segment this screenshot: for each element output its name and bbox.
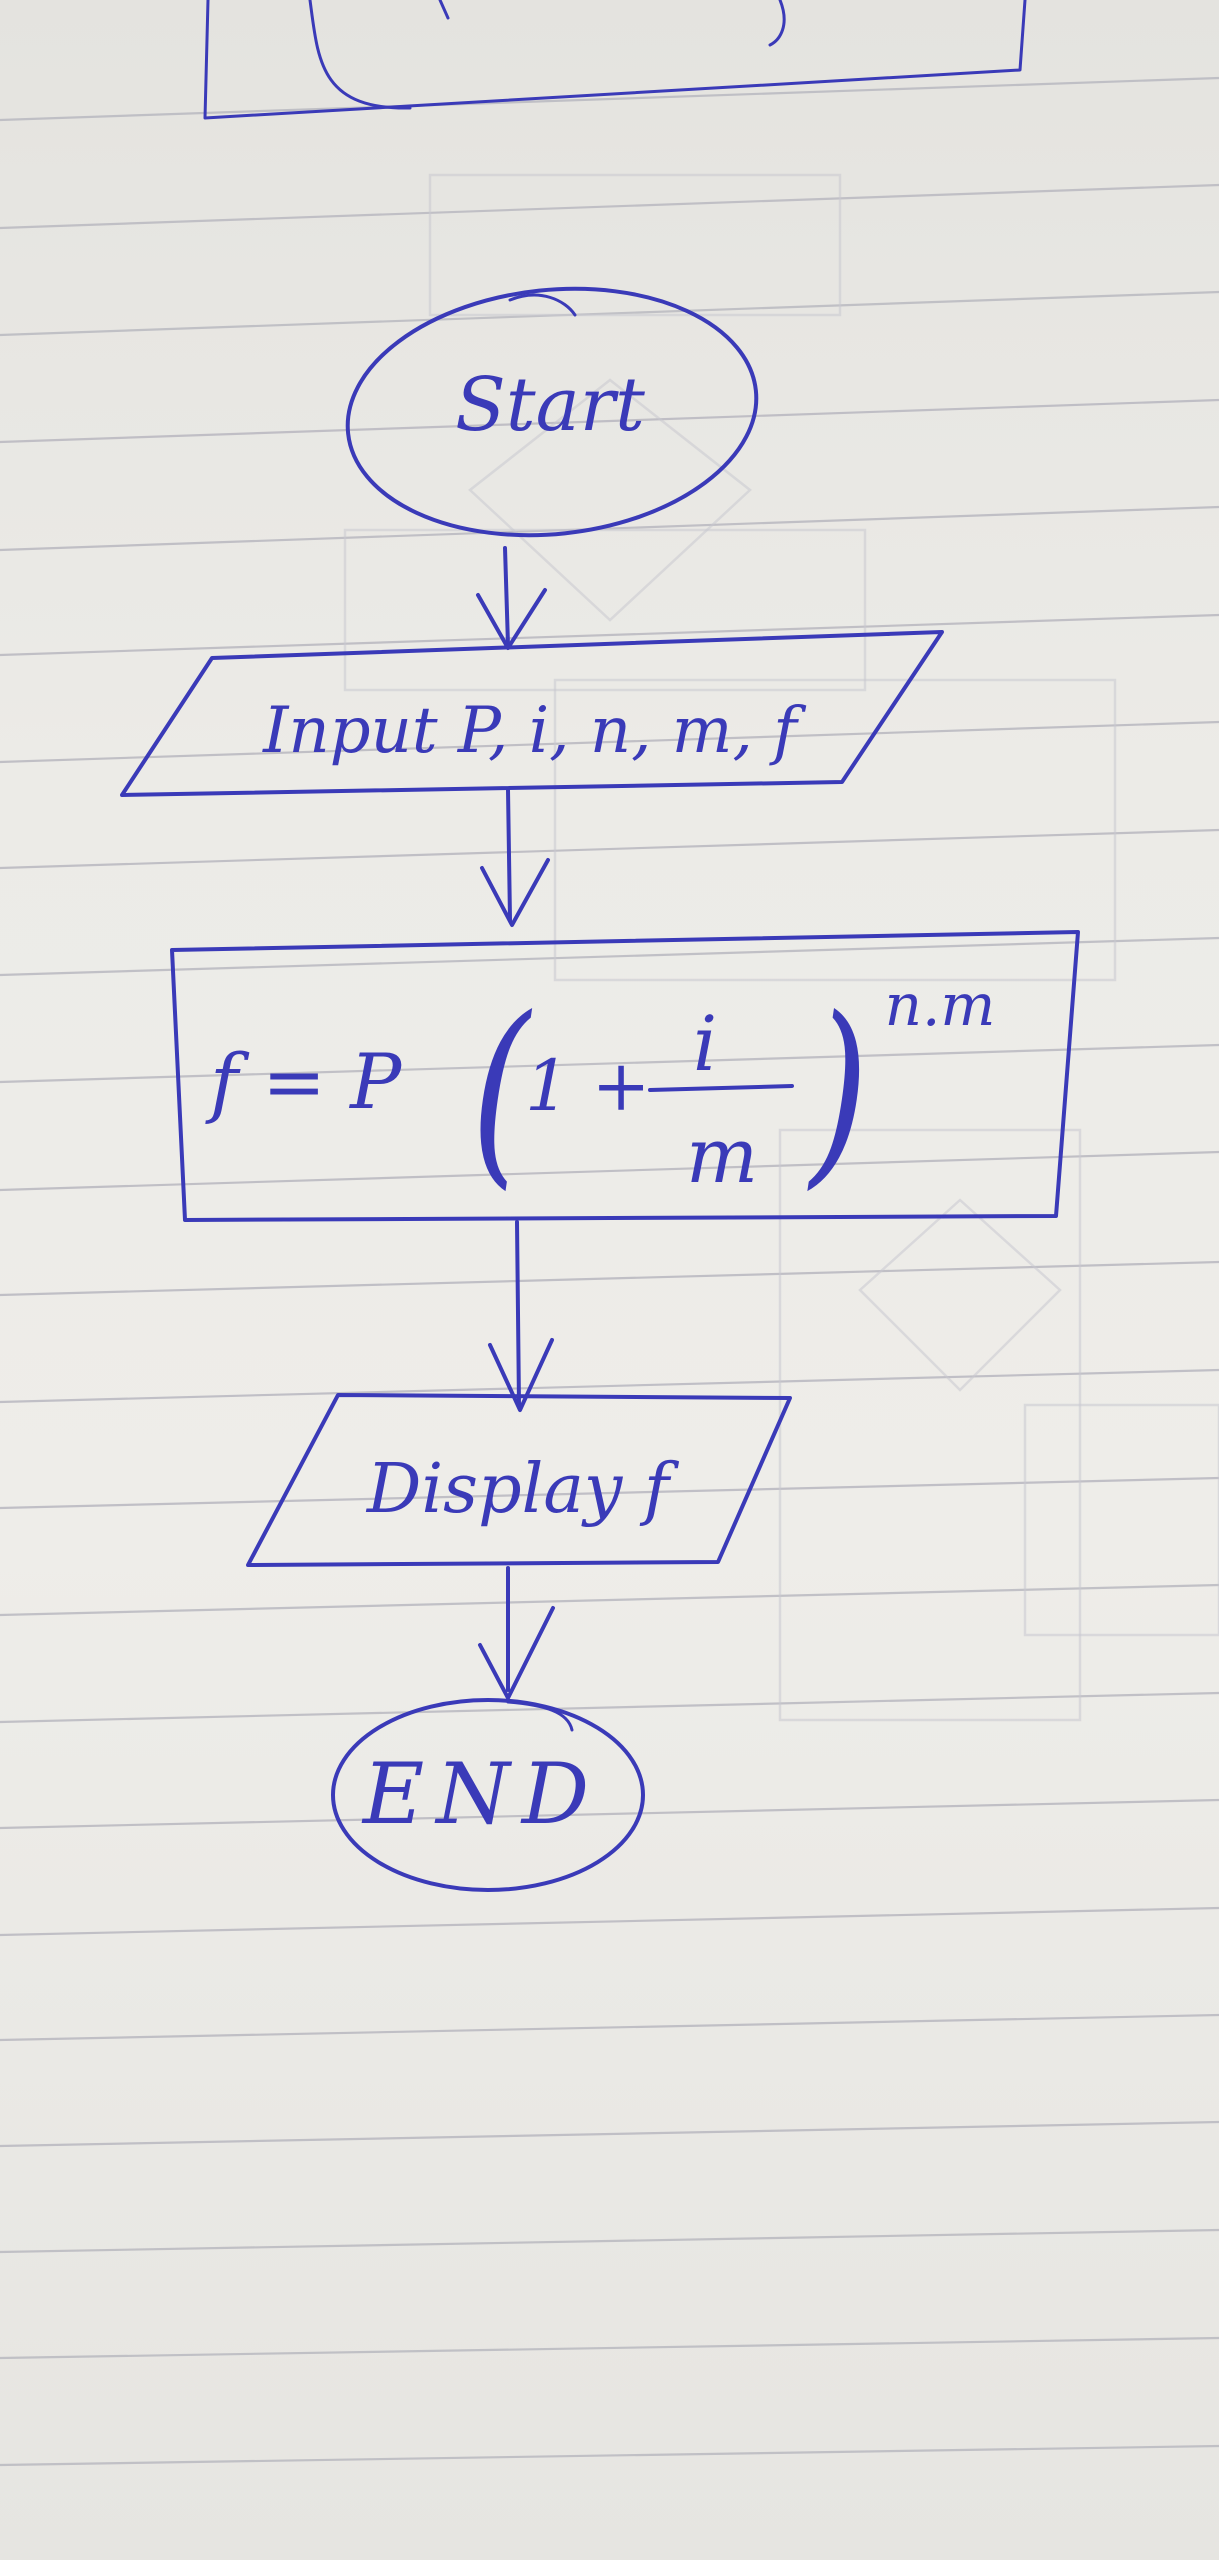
arrow-start-to-input bbox=[476, 546, 547, 650]
start-label: Start bbox=[455, 362, 645, 448]
process-numerator: i bbox=[693, 999, 717, 1088]
process-one-plus: 1 + bbox=[525, 1045, 650, 1127]
input-parallelogram: Input P, i, n, m, f bbox=[120, 630, 944, 797]
end-terminal: END bbox=[331, 1698, 645, 1892]
process-close-paren: ) bbox=[807, 974, 869, 1207]
output-parallelogram: Display f bbox=[246, 1393, 792, 1567]
output-label: Display f bbox=[365, 1450, 680, 1529]
input-label: Input P, i, n, m, f bbox=[262, 694, 807, 768]
process-denominator: m bbox=[686, 1111, 758, 1200]
fraction-bar bbox=[648, 1084, 794, 1092]
process-exponent: n.m bbox=[885, 971, 996, 1039]
process-rectangle: f = P ( 1 + i m ) n.m bbox=[170, 930, 1080, 1222]
previous-exercise-fragment bbox=[203, 0, 1027, 120]
end-label: END bbox=[361, 1745, 601, 1843]
arrow-output-to-end bbox=[478, 1566, 555, 1700]
process-open-paren: ( bbox=[471, 974, 533, 1207]
process-lhs: f = P bbox=[205, 1037, 403, 1126]
start-terminal: Start bbox=[345, 286, 759, 538]
arrow-process-to-output bbox=[488, 1220, 554, 1412]
arrow-input-to-process bbox=[480, 788, 550, 927]
